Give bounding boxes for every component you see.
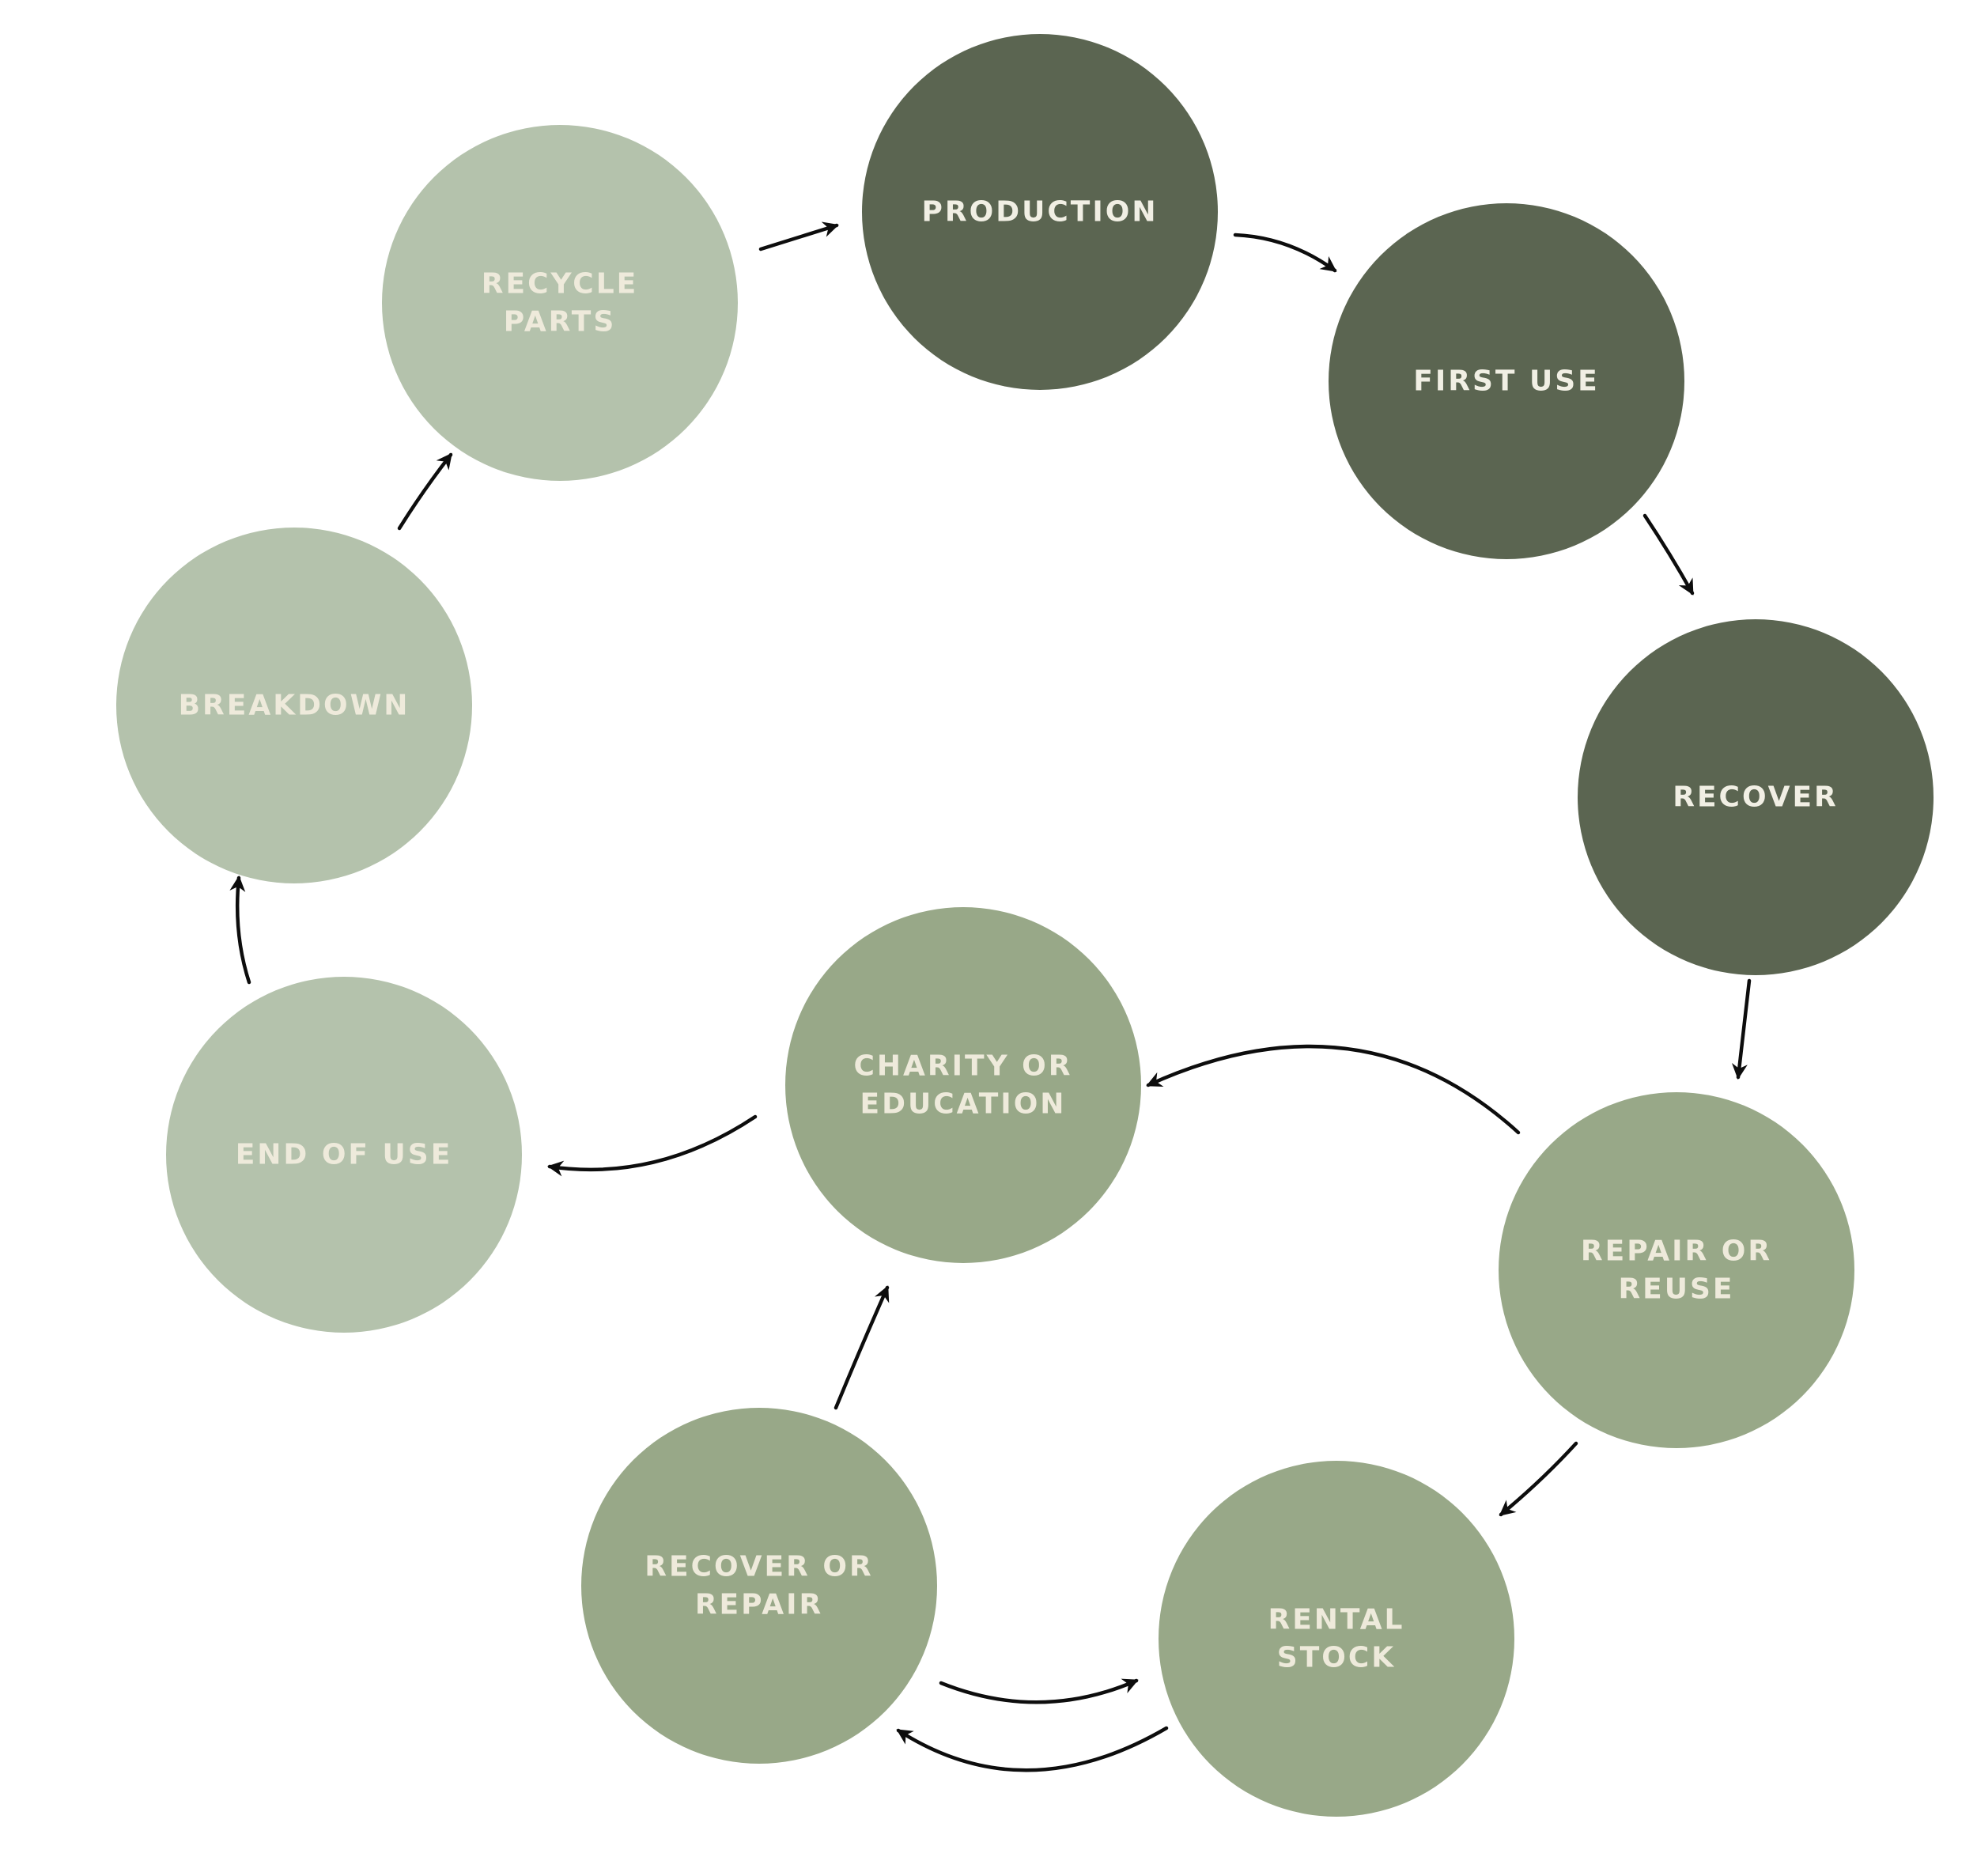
arrow-recycle-parts-to-production <box>758 221 839 252</box>
node-circle-first-use <box>1329 203 1684 559</box>
node-circle-production <box>862 34 1218 390</box>
node-production: PRODUCTION <box>862 34 1218 390</box>
arrow-first-use-to-recover <box>1642 513 1695 596</box>
node-circle-rental-stock <box>1159 1461 1514 1817</box>
node-label-breakdown: BREAKDOWN <box>179 690 410 722</box>
node-circle-end-of-use <box>166 977 522 1333</box>
node-label-repair-or-reuse: REUSE <box>1618 1273 1734 1306</box>
node-circle-breakdown <box>116 528 472 883</box>
node-circle-recover <box>1578 619 1934 975</box>
node-circle-recycle-parts <box>382 125 738 481</box>
node-label-production: PRODUCTION <box>922 196 1159 229</box>
node-charity-or-education: CHARITY OR EDUCATION <box>785 907 1141 1263</box>
node-recover-or-repair: RECOVER OR REPAIR <box>581 1408 937 1764</box>
node-rental-stock: RENTAL STOCK <box>1159 1461 1514 1817</box>
arrow-recover-or-repair-to-rental-stock <box>939 1678 1139 1704</box>
node-label-rental-stock: STOCK <box>1277 1642 1396 1674</box>
arrow-charity-or-education-to-end-of-use <box>547 1114 758 1177</box>
nodes-layer: PRODUCTION FIRST USE RECOVER REPAIR OR REUSE… <box>116 34 1934 1817</box>
node-label-first-use: FIRST USE <box>1413 365 1599 398</box>
node-repair-or-reuse: REPAIR OR REUSE <box>1499 1092 1854 1448</box>
arrow-recover-or-repair-to-charity-or-education <box>834 1285 890 1410</box>
node-label-recycle-parts: PARTS <box>504 306 617 339</box>
node-breakdown: BREAKDOWN <box>116 528 472 883</box>
node-label-repair-or-reuse: REPAIR OR <box>1581 1235 1772 1268</box>
arrow-breakdown-to-recycle-parts <box>397 452 453 531</box>
arrow-rental-stock-to-recover-or-repair <box>896 1726 1169 1772</box>
node-label-recover-or-repair: RECOVER OR <box>645 1551 873 1583</box>
node-label-recover: RECOVER <box>1673 781 1839 814</box>
node-label-recycle-parts: RECYCLE <box>482 268 638 301</box>
node-recover: RECOVER <box>1578 619 1934 975</box>
node-first-use: FIRST USE <box>1329 203 1684 559</box>
node-circle-repair-or-reuse <box>1499 1092 1854 1448</box>
arrow-recover-to-repair-or-reuse <box>1731 978 1752 1080</box>
node-label-charity-or-education: CHARITY OR <box>853 1050 1072 1083</box>
arrow-production-to-first-use <box>1233 233 1337 273</box>
arrows-layer <box>229 221 1752 1772</box>
arrow-repair-or-reuse-to-charity-or-education <box>1146 1044 1521 1135</box>
node-circle-charity-or-education <box>785 907 1141 1263</box>
arrow-repair-or-reuse-to-rental-stock <box>1499 1441 1578 1517</box>
node-label-rental-stock: RENTAL <box>1268 1604 1404 1636</box>
node-label-recover-or-repair: REPAIR <box>695 1589 823 1621</box>
node-recycle-parts: RECYCLE PARTS <box>382 125 738 481</box>
node-circle-recover-or-repair <box>581 1408 937 1764</box>
node-label-end-of-use: END OF USE <box>236 1139 453 1171</box>
node-label-charity-or-education: EDUCATION <box>860 1088 1067 1121</box>
arrow-end-of-use-to-breakdown <box>229 876 251 985</box>
node-end-of-use: END OF USE <box>166 977 522 1333</box>
